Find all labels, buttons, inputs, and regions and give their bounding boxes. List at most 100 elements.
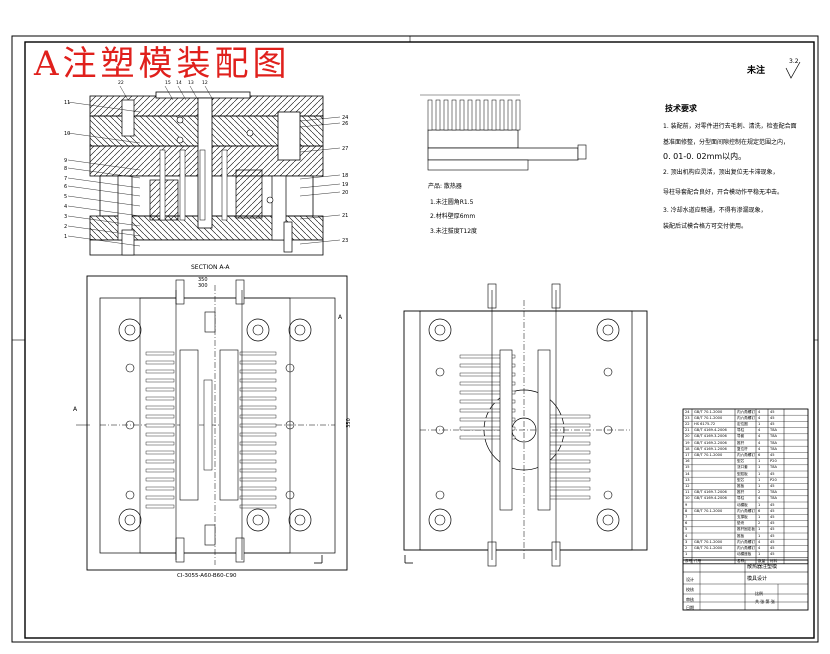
bom-cell: 24 xyxy=(685,409,690,414)
bom-cell: 6 xyxy=(758,508,761,513)
guide-boss-1 xyxy=(118,508,142,532)
bom-cell: 1 xyxy=(758,477,761,482)
bom-cell: 18 xyxy=(685,446,690,451)
plan-right-plate xyxy=(419,310,633,551)
bom-cell: 4 xyxy=(758,415,761,420)
runner-r-a xyxy=(499,349,513,511)
bom-cell: 10 xyxy=(685,496,690,501)
bom-cell: 推板 xyxy=(737,533,745,538)
ejector-pin-2 xyxy=(199,149,206,221)
callout-left-5: 5 xyxy=(64,194,67,200)
bom-cell: GB/T 70.1-2000 xyxy=(694,539,723,544)
cooling-hole xyxy=(266,196,274,204)
bom-cell: 12 xyxy=(685,484,690,488)
fin-right-17 xyxy=(239,504,277,509)
leader-left-2 xyxy=(67,159,141,171)
bom-cell: 垫块 xyxy=(737,521,745,526)
callout-left-7: 7 xyxy=(64,176,67,182)
roughness-symbol xyxy=(785,61,801,79)
bom-cell: 45 xyxy=(770,546,775,550)
product-fin-4 xyxy=(459,99,465,131)
return-pin-bolt xyxy=(283,221,293,253)
bom-cell: 4 xyxy=(758,434,761,439)
section-mark-left: A xyxy=(73,406,78,413)
fin-right-13 xyxy=(239,468,277,473)
fin-left-15 xyxy=(145,486,175,491)
leader-top-2 xyxy=(177,85,187,101)
fin-right-3 xyxy=(239,378,277,383)
bom-cell: 动模座板 xyxy=(737,552,752,557)
bom-cell: 1 xyxy=(758,465,761,470)
fin-right-9 xyxy=(239,432,277,437)
fin-left-14 xyxy=(145,477,175,482)
callout-top-14: 14 xyxy=(176,80,182,86)
bom-cell: GB/T 70.1-2000 xyxy=(694,415,723,420)
callout-left-11: 11 xyxy=(64,100,70,106)
bom-cell: GB/T 70.1-2000 xyxy=(694,508,723,513)
fin-right-15 xyxy=(239,486,277,491)
bom-cell: 13 xyxy=(685,477,690,482)
screw-r-0 xyxy=(435,367,445,377)
bom-cell: 1 xyxy=(758,527,761,532)
bom-cell: 内六角螺钉 xyxy=(737,409,755,414)
bolt-bottom xyxy=(121,229,135,256)
bom-cell: HS 6175-72 xyxy=(694,422,716,426)
leader-left-8 xyxy=(67,215,141,227)
fin-left-11 xyxy=(145,450,175,455)
bom-cell: 动模板 xyxy=(737,502,748,507)
fin-right-8 xyxy=(239,423,277,428)
fin-right-0 xyxy=(239,351,277,356)
bom-cell: 型芯 xyxy=(737,477,745,482)
dim-overall-1: 350 xyxy=(198,277,208,283)
fin-right-2 xyxy=(239,369,277,374)
ejector-pin-0 xyxy=(159,149,166,221)
product-fin-8 xyxy=(491,99,497,131)
tech-item-2: 基准面修整，分型面间隙控制在规定范围之内， xyxy=(663,139,790,146)
cooling-hole xyxy=(176,116,184,124)
bom-cell: 45 xyxy=(770,471,775,476)
callout-right-24: 24 xyxy=(342,115,348,121)
bom-cell: 1 xyxy=(758,502,761,507)
bom-header-cell: 材料 xyxy=(770,558,778,563)
boss-r-3 xyxy=(596,508,620,532)
leader-left-0 xyxy=(67,101,141,113)
guide-hole-3 xyxy=(294,514,306,526)
tech-item-6: 3. 冷却水道应畅通，不得有渗漏现象， xyxy=(663,207,767,214)
bom-cell: GB/T 70.1-2000 xyxy=(694,453,723,457)
bom-cell: 1 xyxy=(758,422,761,426)
callout-top-12: 12 xyxy=(202,80,208,86)
product-fin-10 xyxy=(507,99,513,131)
bom-cell: 推杆 xyxy=(737,490,745,495)
callout-right-18: 18 xyxy=(342,173,348,179)
leader-top-3 xyxy=(189,85,199,101)
bom-cell: 1 xyxy=(758,552,761,557)
guide-hole-4 xyxy=(252,324,264,336)
ejector-pin-3 xyxy=(221,149,228,221)
guide-boss-4 xyxy=(246,318,270,342)
callout-right-20: 20 xyxy=(342,190,348,196)
bom-cell: 45 xyxy=(770,415,775,420)
bom-cell: 45 xyxy=(770,527,775,532)
guide-hole-0 xyxy=(124,324,136,336)
product-fin-1 xyxy=(435,99,441,131)
product-fin-5 xyxy=(467,99,473,131)
fin-right-12 xyxy=(239,459,277,464)
product-note-2: 2.材料壁厚6mm xyxy=(430,213,476,220)
runner-r-b xyxy=(537,349,551,511)
bom-cell: 4 xyxy=(685,533,688,538)
knockout-l-top xyxy=(204,311,216,333)
bom-cell: 浇口套 xyxy=(737,465,748,470)
bom-cell: T8A xyxy=(770,434,777,439)
callout-left-9: 9 xyxy=(64,158,67,164)
bom-cell: 16 xyxy=(685,459,690,464)
product-fin-11 xyxy=(515,99,521,131)
hole-r-1 xyxy=(434,514,446,526)
bom-cell: 45 xyxy=(770,539,775,544)
fin-right-10 xyxy=(239,441,277,446)
bom-cell: 复位杆 xyxy=(737,446,748,451)
fin-r-a-7 xyxy=(459,417,516,422)
bom-cell: 6 xyxy=(685,521,688,526)
bom-cell: 45 xyxy=(770,422,775,426)
fin-right-1 xyxy=(239,360,277,365)
